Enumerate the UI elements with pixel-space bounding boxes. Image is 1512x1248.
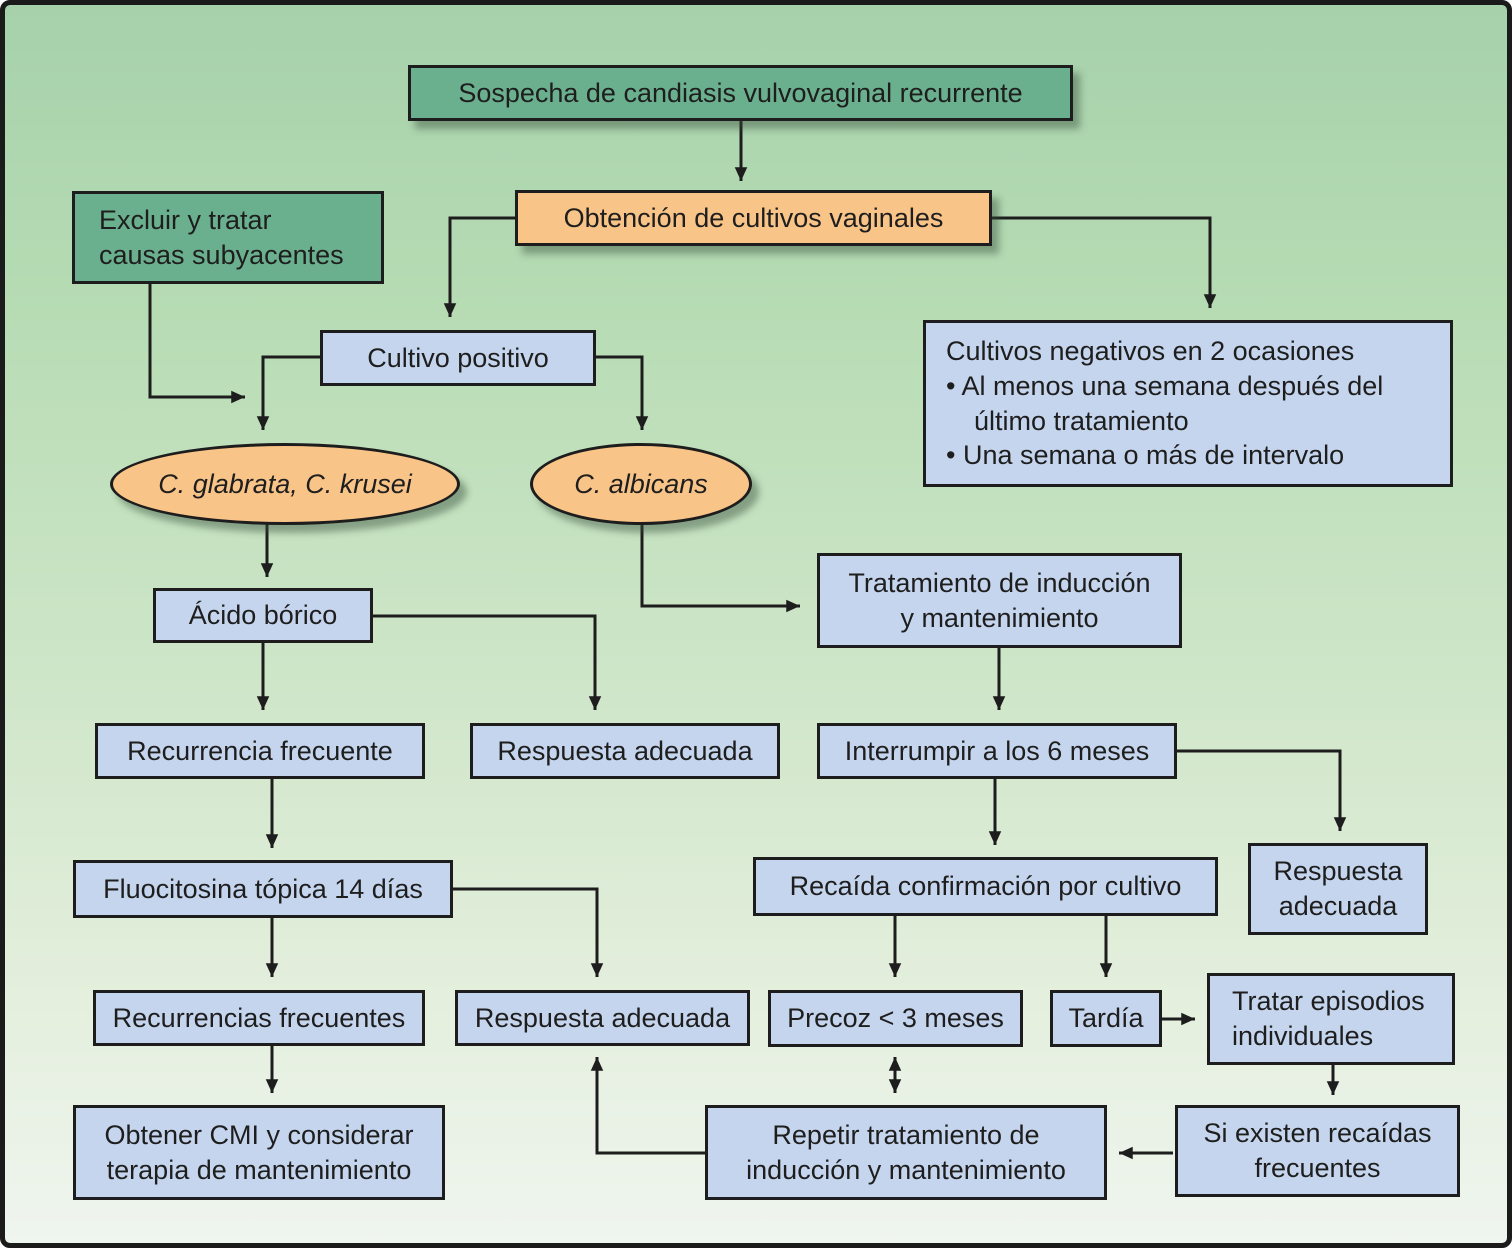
cultivos-negativos-bullet-1: • Al menos una semana después del último…	[946, 370, 1384, 436]
node-cultivo-positivo: Cultivo positivo	[320, 330, 596, 386]
node-respuesta-adecuada-2: Respuesta adecuada	[455, 990, 750, 1046]
node-respuesta-adecuada-1: Respuesta adecuada	[470, 723, 780, 779]
arrow-cultivo-to-glabrata	[256, 355, 320, 430]
node-recaida-confirmacion: Recaída confirmación por cultivo	[753, 857, 1218, 916]
node-excluir-causas: Excluir y tratar causas subyacentes	[72, 191, 384, 284]
node-c-glabrata-krusei: C. glabrata, C. krusei	[110, 443, 460, 525]
arrow-obtencion-to-cultivos-negativos	[992, 216, 1217, 308]
node-tratar-episodios: Tratar episodios individuales	[1207, 973, 1455, 1065]
node-recurrencias-frecuentes: Recurrencias frecuentes	[93, 990, 425, 1046]
node-obtener-cmi: Obtener CMI y considerar terapia de mant…	[73, 1105, 445, 1200]
node-repetir-tratamiento: Repetir tratamiento de inducción y mante…	[705, 1105, 1107, 1200]
node-c-albicans: C. albicans	[530, 443, 752, 525]
arrow-fluocitosina-to-respuesta2	[453, 887, 604, 977]
node-tratamiento-induccion: Tratamiento de inducción y mantenimiento	[817, 553, 1182, 648]
node-cultivos-negativos: Cultivos negativos en 2 ocasiones • Al m…	[923, 320, 1453, 487]
node-recurrencia-frecuente: Recurrencia frecuente	[95, 723, 425, 779]
node-acido-borico: Ácido bórico	[153, 588, 373, 643]
node-tardia: Tardía	[1050, 990, 1162, 1047]
arrow-obtencion-to-cultivo-positivo	[443, 216, 515, 317]
arrow-interrumpir-to-respuesta-derecha	[1177, 749, 1347, 831]
node-respuesta-adecuada-derecha: Respuesta adecuada	[1248, 843, 1428, 935]
node-interrumpir-6-meses: Interrumpir a los 6 meses	[817, 723, 1177, 779]
arrow-acido-to-respuesta1	[373, 614, 602, 710]
connector-lines-layer	[148, 121, 1347, 1160]
node-obtencion-cultivos: Obtención de cultivos vaginales	[515, 190, 992, 246]
node-precoz-3-meses: Precoz < 3 meses	[768, 990, 1023, 1047]
arrow-albicans-to-tratamiento	[640, 524, 800, 613]
node-si-existen-recaidas: Si existen recaídas frecuentes	[1175, 1105, 1460, 1197]
cultivos-negativos-title: Cultivos negativos en 2 ocasiones	[946, 336, 1355, 367]
cultivos-negativos-bullet-2: • Una semana o más de intervalo	[946, 440, 1345, 471]
node-sospecha: Sospecha de candiasis vulvovaginal recur…	[408, 65, 1073, 121]
arrow-repetir-to-respuesta2	[590, 1057, 705, 1155]
arrow-cultivo-to-albicans	[596, 355, 649, 430]
arrow-excluir-to-flow	[148, 284, 245, 404]
node-fluocitosina: Fluocitosina tópica 14 días	[73, 860, 453, 918]
